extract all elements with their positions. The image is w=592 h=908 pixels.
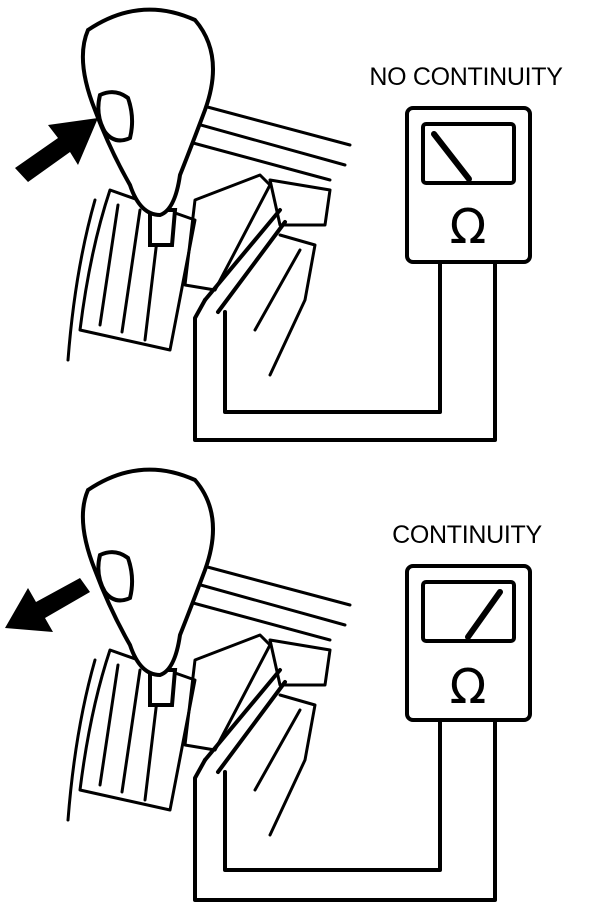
meter-needle-zero (431, 131, 472, 182)
ohmmeter: Ω (405, 106, 532, 264)
continuity-label: CONTINUITY (392, 521, 542, 549)
ohmmeter: Ω (405, 564, 532, 722)
ohm-symbol: Ω (450, 199, 487, 255)
shift-knob (80, 467, 215, 707)
shift-knob (80, 7, 215, 247)
panel-continuity: Ω CONTINUITY (5, 467, 543, 902)
no-continuity-label: NO CONTINUITY (369, 63, 563, 91)
panel-no-continuity: Ω NO CONTINUITY (15, 7, 564, 442)
meter-dial (421, 122, 516, 185)
tester-leads (193, 208, 497, 442)
shift-console (66, 103, 352, 377)
ohm-symbol: Ω (450, 659, 487, 715)
meter-needle-deflected (465, 589, 503, 640)
tester-leads (193, 668, 497, 902)
push-arrow-icon (15, 118, 98, 182)
meter-dial (421, 580, 516, 643)
release-arrow-icon (5, 578, 90, 632)
